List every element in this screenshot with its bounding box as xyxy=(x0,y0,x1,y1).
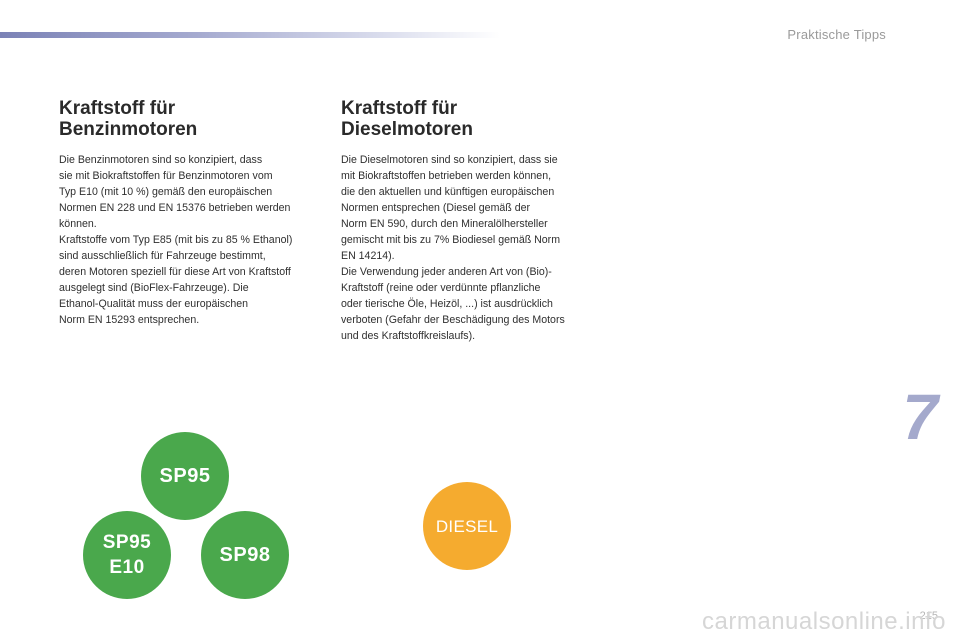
sp95-fuel-badge: SP95 xyxy=(141,432,229,520)
diesel-section: Kraftstoff für Dieselmotoren Die Dieselm… xyxy=(341,98,609,344)
text-line: mit Biokraftstoffen betrieben werden kön… xyxy=(341,170,552,182)
heading-line: Kraftstoff für xyxy=(59,98,176,119)
heading-line: Benzinmotoren xyxy=(59,119,198,140)
watermark: carmanualsonline.info xyxy=(702,608,946,635)
text-line: Die Dieselmotoren sind so konzipiert, da… xyxy=(341,154,558,166)
heading-line: Dieselmotoren xyxy=(341,119,473,140)
text-line: die den aktuellen und künftigen europäis… xyxy=(341,186,555,198)
text-line: können. xyxy=(59,218,97,230)
text-line: Normen entsprechen (Diesel gemäß der xyxy=(341,202,531,214)
text-line: Ethanol-Qualität muss der europäischen xyxy=(59,298,249,310)
fuel-label: SP95 xyxy=(102,532,152,553)
text-line: Normen EN 228 und EN 15376 betrieben wer… xyxy=(59,202,291,214)
text-line: EN 14214). xyxy=(341,250,395,262)
fuel-label: SP98 xyxy=(219,544,271,566)
text-line: Norm EN 590, durch den Mineralölherstell… xyxy=(341,218,548,230)
text-line: Kraftstoffe vom Typ E85 (mit bis zu 85 %… xyxy=(59,234,293,246)
text-line: Die Verwendung jeder anderen Art von (Bi… xyxy=(341,266,552,278)
text-line: Die Benzinmotoren sind so konzipiert, da… xyxy=(59,154,263,166)
text-line: Norm EN 15293 entsprechen. xyxy=(59,314,200,326)
sp95-e10-fuel-badge: SP95 E10 xyxy=(83,511,171,599)
text-line: verboten (Gefahr der Beschädigung des Mo… xyxy=(341,314,565,326)
page-number: 215 xyxy=(919,610,938,622)
fuel-label: DIESEL xyxy=(435,516,499,536)
petrol-text: Die Benzinmotoren sind so konzipiert, da… xyxy=(59,152,327,328)
fuel-label: SP95 xyxy=(159,465,211,487)
text-line: ausgelegt sind (BioFlex-Fahrzeuge). Die xyxy=(59,282,249,294)
diesel-heading: Kraftstoff für Dieselmotoren xyxy=(341,98,609,140)
text-line: und des Kraftstoffkreislaufs). xyxy=(341,330,476,342)
text-line: Kraftstoff (reine oder verdünnte pflanzl… xyxy=(341,282,541,294)
petrol-section: Kraftstoff für Benzinmotoren Die Benzinm… xyxy=(59,98,327,328)
section-label: Praktische Tipps xyxy=(787,27,886,42)
chapter-number: 7 xyxy=(902,381,938,453)
heading-line: Kraftstoff für xyxy=(341,98,458,119)
text-line: sind ausschließlich für Fahrzeuge bestim… xyxy=(59,250,266,262)
fuel-label: E10 xyxy=(109,557,145,578)
sp98-fuel-badge: SP98 xyxy=(201,511,289,599)
text-line: sie mit Biokraftstoffen für Benzinmotore… xyxy=(59,170,273,182)
header-accent-bar xyxy=(0,32,500,38)
text-line: Typ E10 (mit 10 %) gemäß den europäische… xyxy=(59,186,273,198)
text-line: oder tierische Öle, Heizöl, ...) ist aus… xyxy=(341,298,553,310)
text-line: gemischt mit bis zu 7% Biodiesel gemäß N… xyxy=(341,234,561,246)
diesel-text: Die Dieselmotoren sind so konzipiert, da… xyxy=(341,152,609,344)
petrol-heading: Kraftstoff für Benzinmotoren xyxy=(59,98,327,140)
text-line: deren Motoren speziell für diese Art von… xyxy=(59,266,291,278)
diesel-fuel-badge: DIESEL xyxy=(423,482,511,570)
